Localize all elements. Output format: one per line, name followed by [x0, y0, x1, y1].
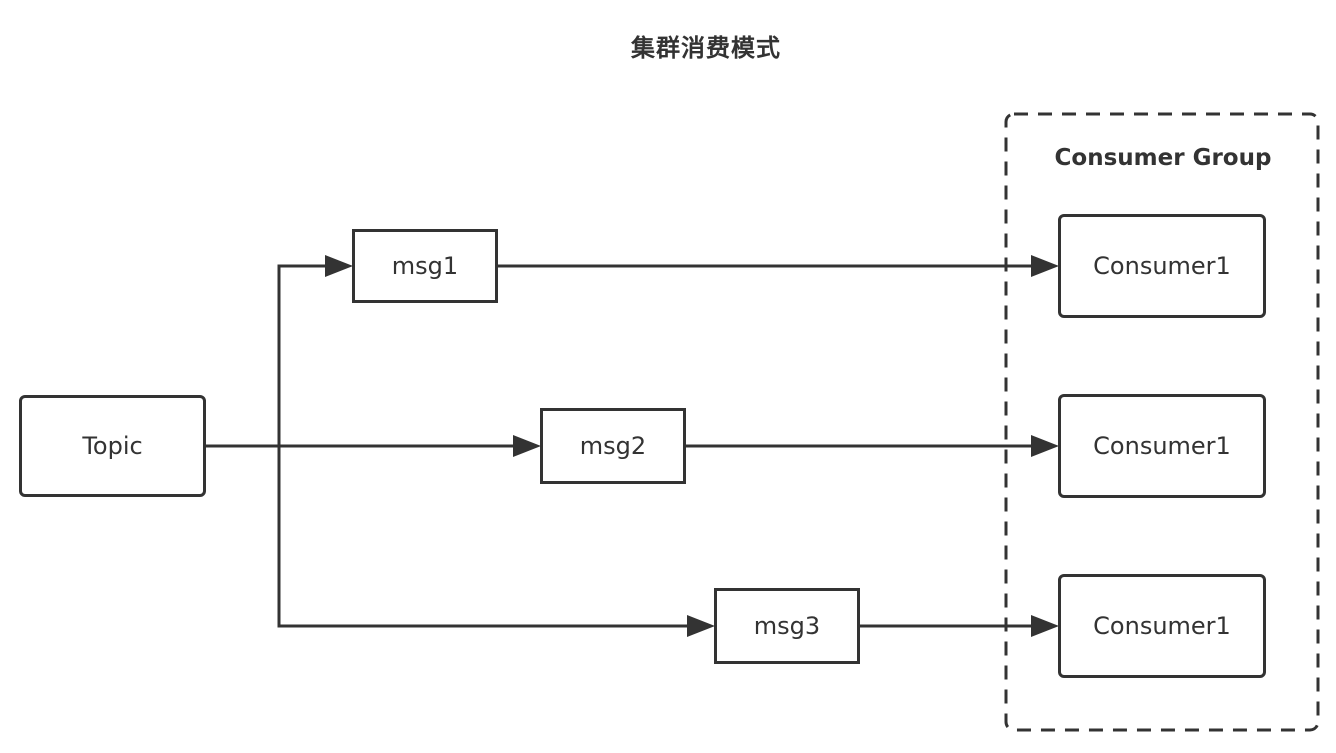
- message-label: msg2: [579, 432, 647, 460]
- message-node-msg3: msg3: [714, 588, 860, 664]
- consumer-label: Consumer1: [1093, 612, 1231, 640]
- consumer-label: Consumer1: [1093, 252, 1231, 280]
- arrowhead-msg1: [325, 255, 353, 277]
- message-label: msg3: [753, 612, 821, 640]
- arrowhead-consumer-1: [1031, 255, 1059, 277]
- consumer-group-boundary: [1004, 112, 1320, 732]
- connector-topic-msg1: [205, 264, 333, 448]
- message-node-msg2: msg2: [540, 408, 686, 484]
- consumer-label: Consumer1: [1093, 432, 1231, 460]
- consumer-node-2: Consumer1: [1058, 394, 1266, 498]
- consumer-node-1: Consumer1: [1058, 214, 1266, 318]
- topic-node: Topic: [19, 395, 206, 497]
- arrowhead-msg2: [513, 435, 541, 457]
- arrowhead-consumer-2: [1031, 435, 1059, 457]
- connector-topic-msg3: [277, 446, 695, 628]
- message-label: msg1: [391, 252, 459, 280]
- consumer-node-3: Consumer1: [1058, 574, 1266, 678]
- topic-label: Topic: [82, 432, 143, 460]
- arrowhead-consumer-3: [1031, 615, 1059, 637]
- message-node-msg1: msg1: [352, 229, 498, 303]
- arrowhead-msg3: [687, 615, 715, 637]
- consumer-group-label: Consumer Group: [1054, 145, 1272, 171]
- diagram-title: 集群消费模式: [631, 34, 781, 62]
